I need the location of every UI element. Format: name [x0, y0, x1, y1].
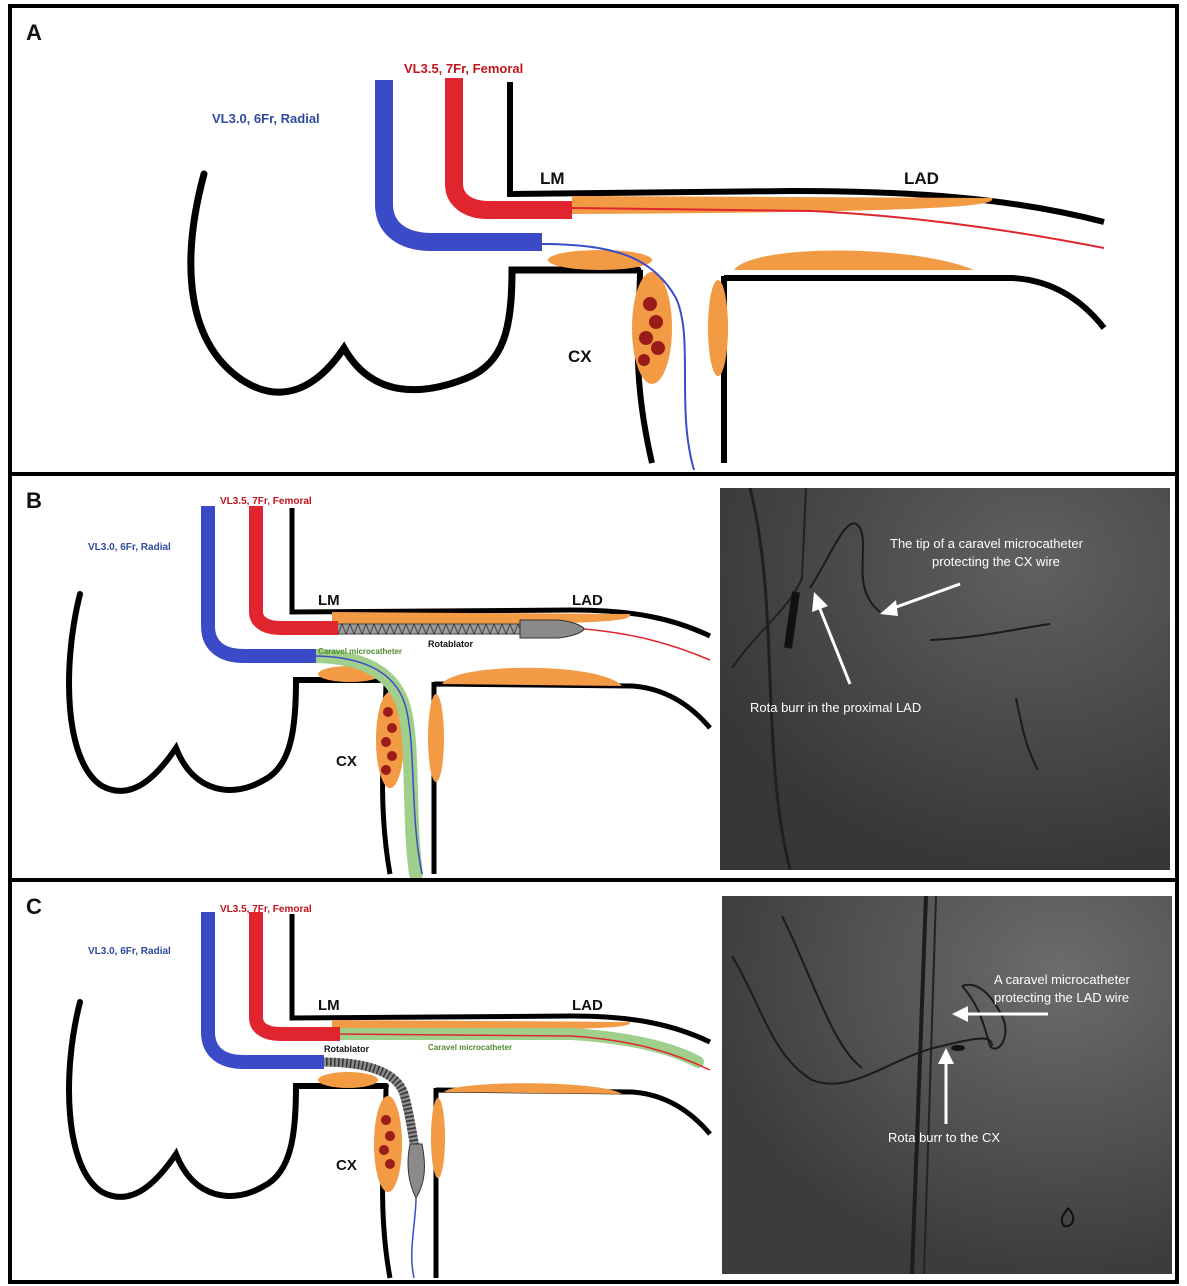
calcium-nodule	[383, 707, 393, 717]
label-microcatheter: Caravel microcatheter	[318, 647, 402, 656]
calcium-nodule	[387, 751, 397, 761]
calcium-nodule	[638, 354, 650, 366]
calcium-nodule	[385, 1159, 395, 1169]
plaque-lm-bottom	[318, 1072, 378, 1088]
lad-wire	[572, 208, 1104, 248]
label-lad: LAD	[572, 592, 603, 609]
calcium-nodule	[381, 1115, 391, 1125]
lad-vessel-bottom	[436, 1088, 710, 1278]
panel-b-letter: B	[26, 488, 42, 514]
plaque-lad-bottom	[442, 668, 622, 686]
fluoroscopy-image-c: A caravel microcatheter protecting the L…	[722, 896, 1172, 1274]
plaque-cx-left	[374, 1096, 402, 1192]
fluoroscopy-b-drawing: The tip of a caravel microcatheter prote…	[720, 488, 1170, 870]
label-rotablator: Rotablator	[428, 639, 473, 649]
plaque-cx-left	[632, 272, 672, 384]
panel-a: A VL3.0, 6Fr,	[8, 4, 1179, 476]
label-cx: CX	[336, 753, 357, 770]
rota-burr	[408, 1144, 424, 1198]
calcium-nodule	[649, 315, 663, 329]
calcium-nodule	[381, 737, 391, 747]
lad-wire	[572, 628, 710, 660]
label-radial-catheter: VL3.0, 6Fr, Radial	[88, 542, 171, 553]
calcium-nodule	[387, 723, 397, 733]
panel-c-letter: C	[26, 894, 42, 920]
label-lm: LM	[540, 169, 565, 188]
panel-b-diagram: VL3.0, 6Fr, Radial VL3.5, 7Fr, Femoral L…	[12, 476, 712, 878]
calcium-nodule	[651, 341, 665, 355]
panel-a-diagram: VL3.0, 6Fr, Radial VL3.5, 7Fr, Femoral L…	[12, 8, 1175, 472]
fluoro-annotation-caravel-line2: protecting the CX wire	[932, 554, 1060, 569]
burr-shadow	[951, 1045, 965, 1051]
label-lm: LM	[318, 997, 340, 1014]
calcium-nodule	[643, 297, 657, 311]
label-radial-catheter: VL3.0, 6Fr, Radial	[88, 946, 171, 957]
fluoro-annotation-caravel-line2: protecting the LAD wire	[994, 990, 1129, 1005]
fluoroscopy-c-drawing: A caravel microcatheter protecting the L…	[722, 896, 1172, 1274]
calcium-nodule	[379, 1145, 389, 1155]
fluoroscopy-image-b: The tip of a caravel microcatheter prote…	[720, 488, 1170, 870]
plaque-cx-right	[708, 280, 728, 376]
cx-wire	[542, 244, 694, 470]
label-radial-catheter: VL3.0, 6Fr, Radial	[212, 111, 320, 126]
calcium-nodule	[381, 765, 391, 775]
cx-wire	[412, 1198, 416, 1278]
label-lad: LAD	[572, 997, 603, 1014]
label-lm: LM	[318, 592, 340, 609]
label-rotablator: Rotablator	[324, 1044, 369, 1054]
panel-a-letter: A	[26, 20, 42, 46]
plaque-cx-right	[428, 694, 444, 782]
label-femoral-catheter: VL3.5, 7Fr, Femoral	[220, 904, 312, 915]
fluoro-annotation-caravel-line1: A caravel microcatheter	[994, 972, 1131, 987]
fluoro-annotation-caravel-line1: The tip of a caravel microcatheter	[890, 536, 1084, 551]
label-femoral-catheter: VL3.5, 7Fr, Femoral	[404, 61, 523, 76]
fluoro-annotation-burr: Rota burr in the proximal LAD	[750, 700, 921, 715]
label-femoral-catheter: VL3.5, 7Fr, Femoral	[220, 496, 312, 507]
plaque-cx-right	[431, 1098, 445, 1178]
lad-vessel-bottom	[724, 276, 1104, 463]
fluoro-annotation-burr: Rota burr to the CX	[888, 1130, 1000, 1145]
label-cx: CX	[336, 1157, 357, 1174]
calcium-nodule	[385, 1131, 395, 1141]
label-cx: CX	[568, 347, 592, 366]
panel-c: C VL3.0, 6Fr, Radial V	[8, 882, 1179, 1284]
calcium-nodule	[639, 331, 653, 345]
plaque-lad-bottom	[734, 251, 974, 271]
panel-c-diagram: VL3.0, 6Fr, Radial VL3.5, 7Fr, Femoral L…	[12, 882, 712, 1280]
panel-b: B VL3.0, 6Fr, Radial V	[8, 476, 1179, 882]
lad-vessel-bottom	[434, 682, 710, 874]
label-microcatheter: Caravel microcatheter	[428, 1043, 512, 1052]
label-lad: LAD	[904, 169, 939, 188]
microcatheter	[338, 1034, 698, 1062]
